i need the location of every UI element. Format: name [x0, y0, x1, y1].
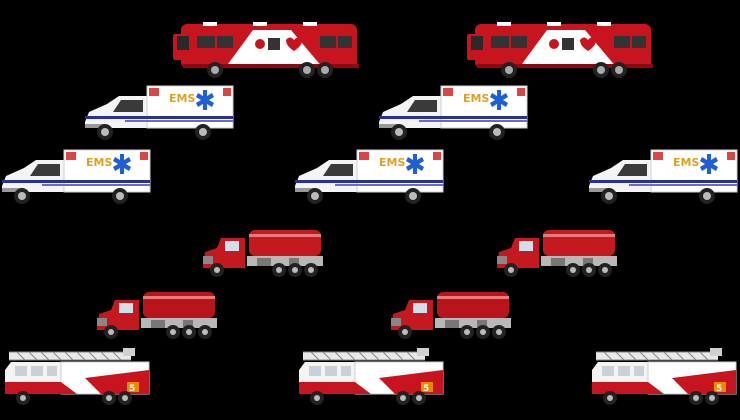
- ems-label: EMS: [169, 92, 195, 105]
- truck-number: 5: [129, 384, 135, 394]
- fire-tanker-truck-icon: [97, 292, 217, 339]
- fire-ladder-truck-icon: 5: [299, 348, 444, 405]
- blood-donation-bus-icon: [467, 22, 653, 78]
- ems-label: EMS: [673, 156, 699, 169]
- ems-label: EMS: [86, 156, 112, 169]
- truck-number: 5: [423, 384, 429, 394]
- truck-number: 5: [716, 384, 722, 394]
- ems-ambulance-icon: EMS: [589, 149, 738, 204]
- ems-ambulance-icon: EMS: [85, 85, 234, 140]
- ems-label: EMS: [463, 92, 489, 105]
- fire-ladder-truck-icon: 5: [592, 348, 737, 405]
- fire-ladder-truck-icon: 5: [5, 348, 150, 405]
- fire-tanker-truck-icon: [391, 292, 511, 339]
- fire-tanker-truck-icon: [497, 230, 617, 277]
- ems-label: EMS: [379, 156, 405, 169]
- fire-tanker-truck-icon: [203, 230, 323, 277]
- ems-ambulance-icon: EMS: [295, 149, 444, 204]
- blood-donation-bus-icon: [173, 22, 359, 78]
- ems-ambulance-icon: EMS: [379, 85, 528, 140]
- ems-ambulance-icon: EMS: [2, 149, 151, 204]
